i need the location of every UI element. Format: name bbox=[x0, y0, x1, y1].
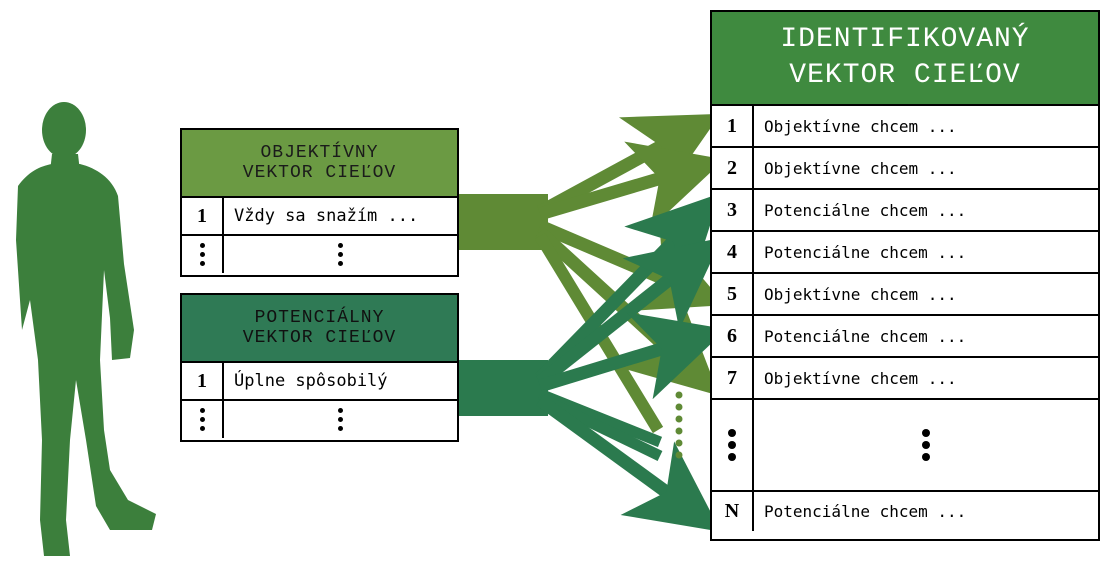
objective-vector-title-line2: VEKTOR CIEĽOV bbox=[242, 163, 397, 183]
row-text: Objektívne chcem ... bbox=[764, 158, 957, 178]
objective-vector-title-line1: OBJEKTÍVNY bbox=[260, 143, 379, 163]
vertical-ellipsis-icon bbox=[199, 408, 205, 431]
potential-arrows bbox=[456, 193, 727, 532]
row-number: N bbox=[712, 492, 754, 531]
row-number: 6 bbox=[712, 316, 754, 356]
potential-vector-header: POTENCIÁLNY VEKTOR CIEĽOV bbox=[182, 295, 457, 361]
potential-vector-title-line2: VEKTOR CIEĽOV bbox=[242, 328, 397, 348]
potential-vector-table: POTENCIÁLNY VEKTOR CIEĽOV 1 Úplne spôsob… bbox=[180, 293, 459, 442]
objective-arrow-row-1 bbox=[536, 113, 721, 218]
table-row: 6 Potenciálne chcem ... bbox=[712, 314, 1098, 356]
row-number: 7 bbox=[712, 358, 754, 398]
vertical-ellipsis-icon bbox=[338, 243, 343, 266]
table-row-ellipsis bbox=[182, 234, 457, 273]
objective-vector-table: OBJEKTÍVNY VEKTOR CIEĽOV 1 Vždy sa snaží… bbox=[180, 128, 459, 277]
objective-arrow-row-2 bbox=[538, 141, 725, 229]
table-row-ellipsis bbox=[182, 399, 457, 438]
row-text: Objektívne chcem ... bbox=[764, 368, 957, 388]
row-text: Objektívne chcem ... bbox=[764, 116, 957, 136]
table-row: 7 Objektívne chcem ... bbox=[712, 356, 1098, 398]
vertical-ellipsis-icon bbox=[922, 429, 930, 461]
vertical-ellipsis-icon bbox=[728, 429, 736, 461]
potential-vector-title-line1: POTENCIÁLNY bbox=[254, 308, 385, 328]
row-number: 1 bbox=[712, 106, 754, 146]
table-row: 4 Potenciálne chcem ... bbox=[712, 230, 1098, 272]
vertical-ellipsis-icon bbox=[199, 243, 205, 266]
row-number: 4 bbox=[712, 232, 754, 272]
table-row: 1 Vždy sa snažím ... bbox=[182, 196, 457, 234]
table-row: N Potenciálne chcem ... bbox=[712, 490, 1098, 531]
row-number: 5 bbox=[712, 274, 754, 314]
table-row: 2 Objektívne chcem ... bbox=[712, 146, 1098, 188]
row-number: 3 bbox=[712, 190, 754, 230]
potential-arrow-row-4 bbox=[535, 237, 723, 388]
row-number: 1 bbox=[182, 198, 224, 234]
continuation-dots bbox=[675, 391, 683, 459]
identified-vector-title-line2: VEKTOR CIEĽOV bbox=[789, 60, 1021, 91]
table-row: 3 Potenciálne chcem ... bbox=[712, 188, 1098, 230]
row-text: Potenciálne chcem ... bbox=[764, 200, 967, 220]
row-text: Vždy sa snažím ... bbox=[234, 206, 419, 226]
identified-vector-title-line1: IDENTIFIKOVANÝ bbox=[780, 24, 1030, 55]
row-text: Potenciálne chcem ... bbox=[764, 242, 967, 262]
potential-arrow-row-6 bbox=[538, 312, 727, 400]
table-row: 1 Objektívne chcem ... bbox=[712, 104, 1098, 146]
table-row: 1 Úplne spôsobilý bbox=[182, 361, 457, 399]
person-silhouette-icon bbox=[16, 102, 156, 556]
row-text: Úplne spôsobilý bbox=[234, 371, 388, 391]
table-row-ellipsis bbox=[712, 398, 1098, 490]
row-text: Potenciálne chcem ... bbox=[764, 326, 967, 346]
identified-vector-header: IDENTIFIKOVANÝ VEKTOR CIEĽOV bbox=[712, 12, 1098, 104]
row-number: 2 bbox=[712, 148, 754, 188]
table-row: 5 Objektívne chcem ... bbox=[712, 272, 1098, 314]
row-text: Potenciálne chcem ... bbox=[764, 502, 967, 521]
row-text: Objektívne chcem ... bbox=[764, 284, 957, 304]
potential-arrow-row-n bbox=[536, 394, 721, 532]
vertical-ellipsis-icon bbox=[338, 408, 343, 431]
objective-vector-header: OBJEKTÍVNY VEKTOR CIEĽOV bbox=[182, 130, 457, 196]
row-number: 1 bbox=[182, 363, 224, 399]
